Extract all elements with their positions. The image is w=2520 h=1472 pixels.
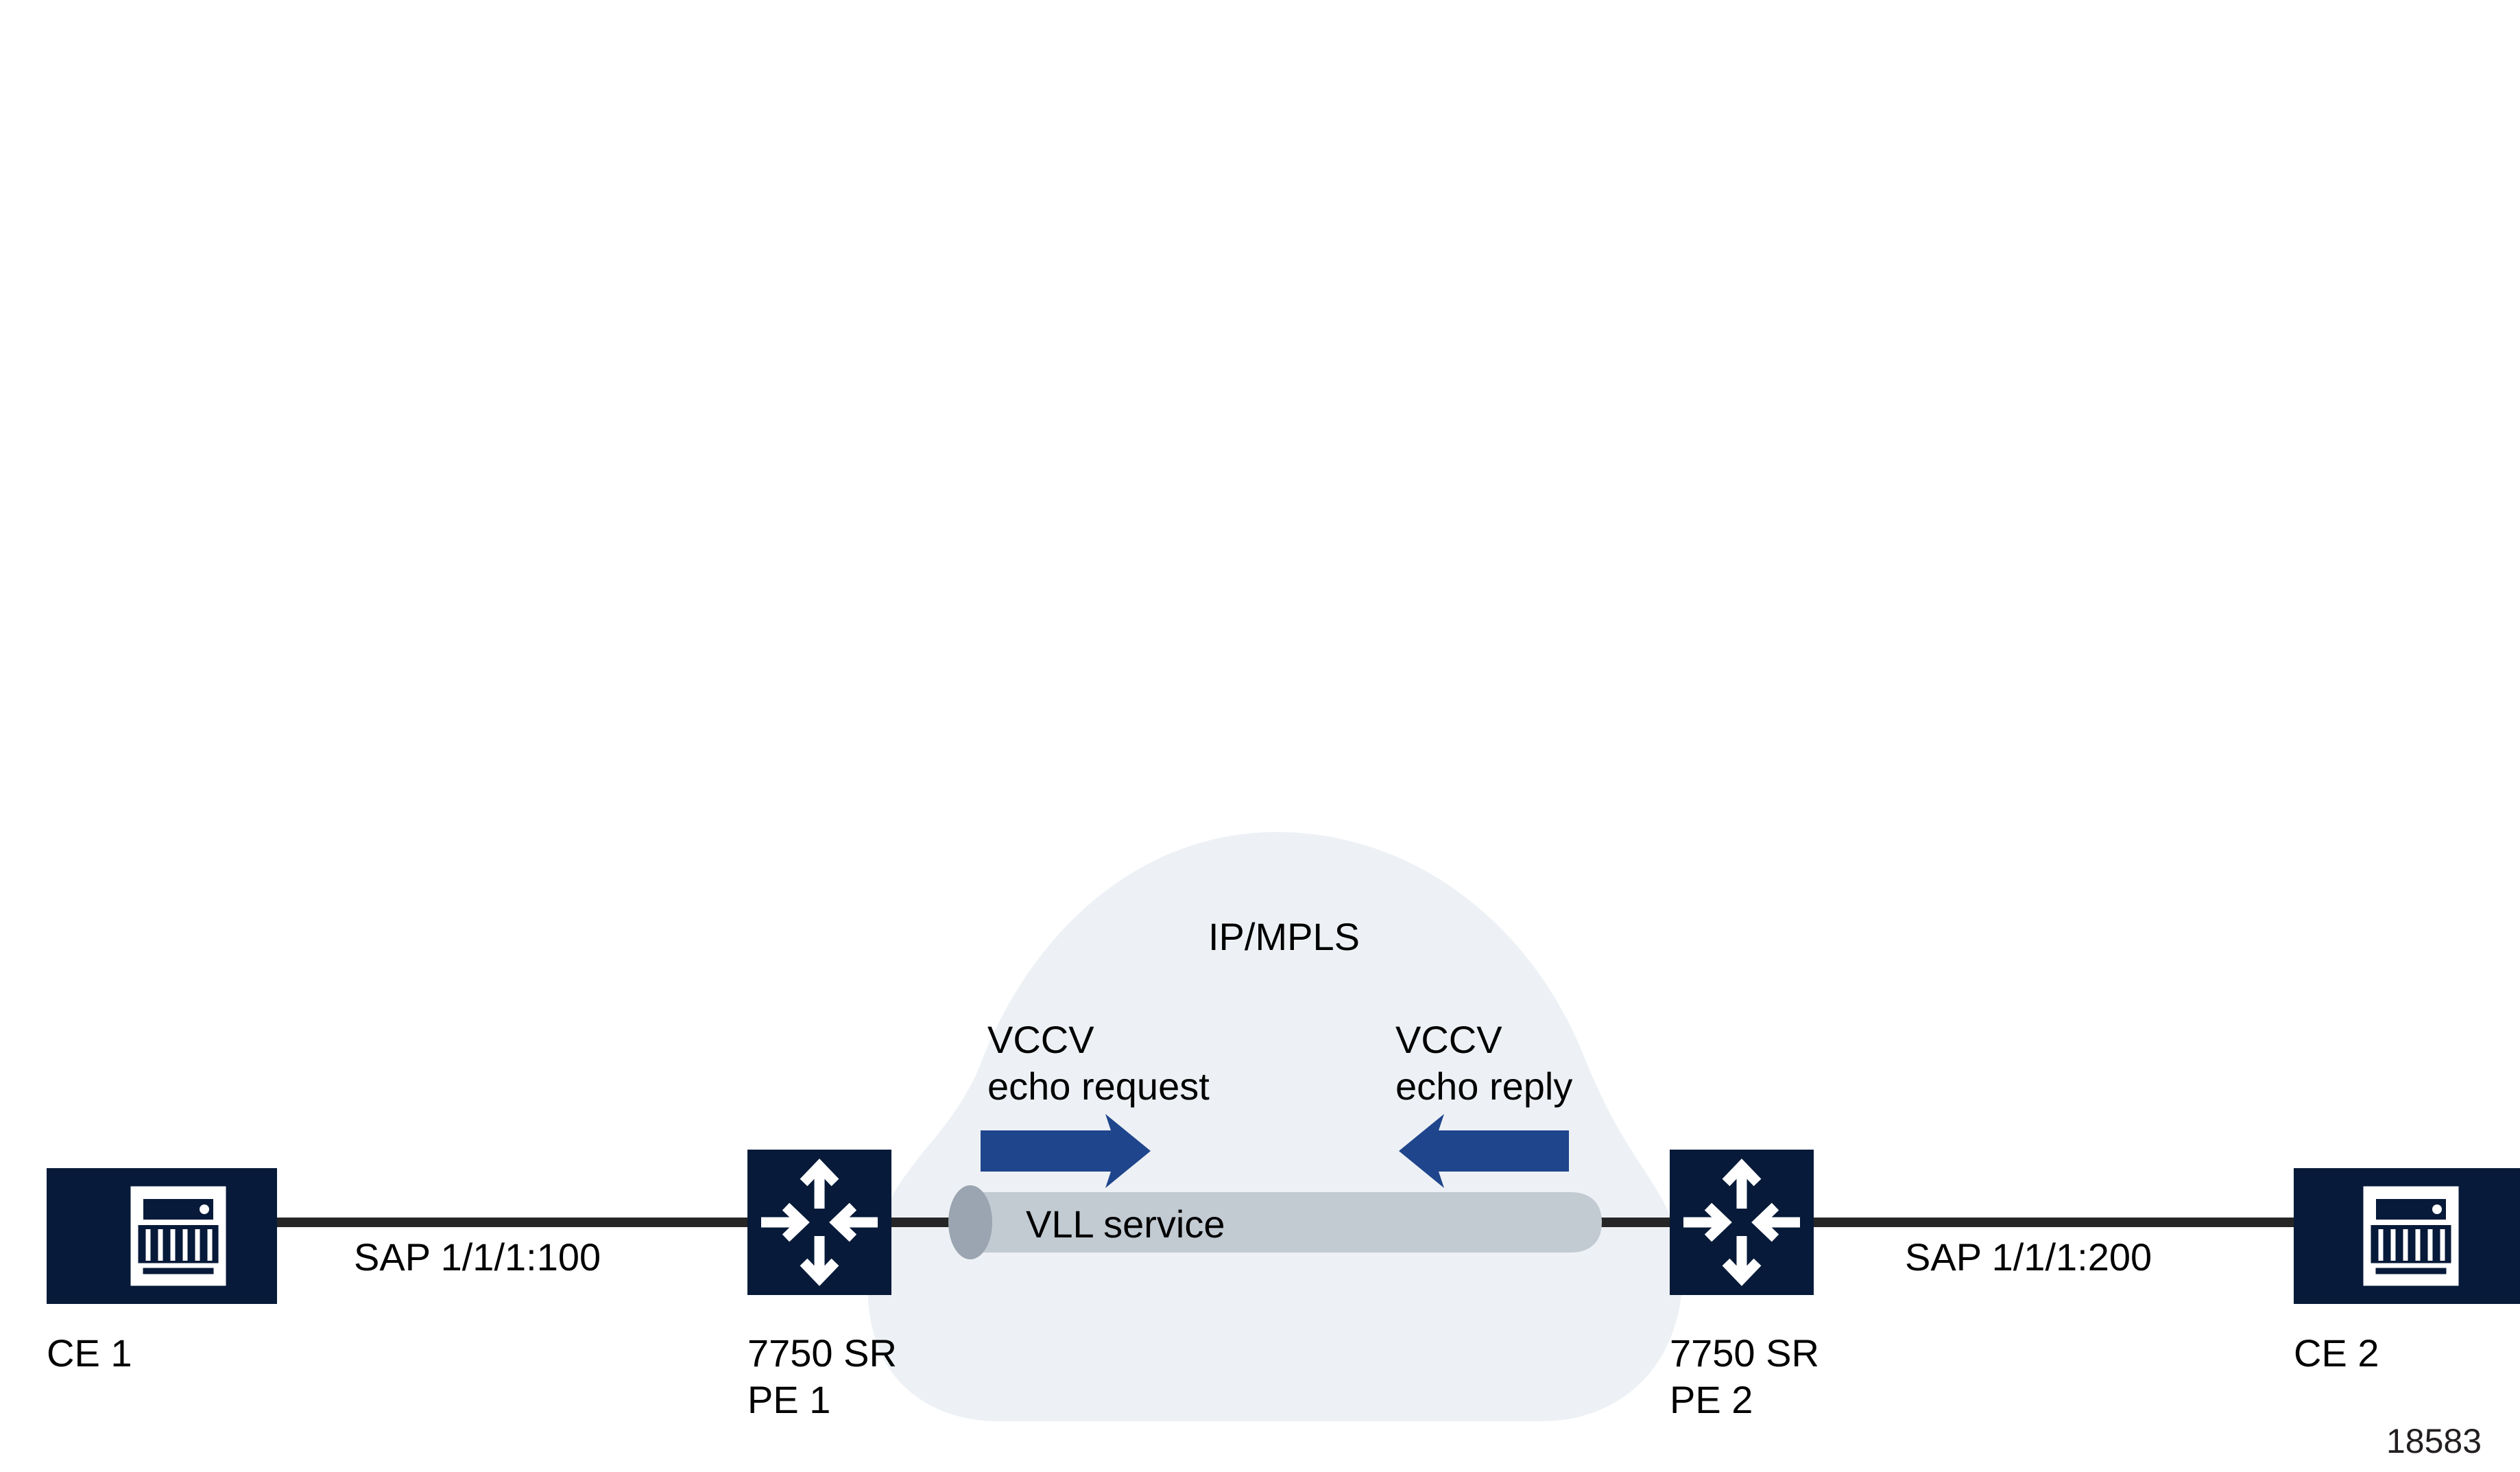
pe1-node[interactable]: [747, 1150, 891, 1295]
pe2-caption-line2: PE 2: [1670, 1378, 1753, 1421]
figure-id-label: 18583: [2386, 1422, 2482, 1460]
vll-service-label: VLL service: [1026, 1202, 1225, 1246]
ce1-caption: CE 1: [47, 1331, 132, 1375]
arrow-right-icon: [981, 1114, 1151, 1188]
arrow-left-icon: [1399, 1114, 1569, 1188]
pe2-node[interactable]: [1670, 1150, 1814, 1295]
echo-reply-label-line2: echo reply: [1395, 1065, 1573, 1108]
ce2-caption: CE 2: [2294, 1331, 2379, 1375]
router-icon: [761, 1159, 878, 1286]
customer-equipment-icon: [2363, 1186, 2459, 1286]
ce1-node[interactable]: [47, 1168, 277, 1304]
pe2-caption-line1: 7750 SR: [1670, 1331, 1819, 1375]
sap-right-label: SAP 1/1/1:200: [1905, 1235, 2152, 1279]
cloud-label: IP/MPLS: [1208, 915, 1360, 958]
pe1-caption-line2: PE 1: [747, 1378, 831, 1421]
router-icon: [1683, 1159, 1800, 1286]
customer-equipment-icon: [130, 1186, 226, 1286]
sap-left-label: SAP 1/1/1:100: [354, 1235, 601, 1279]
echo-request-label-line1: VCCV: [987, 1018, 1094, 1061]
cloud-shape: [867, 832, 1683, 1421]
pe1-caption-line1: 7750 SR: [747, 1331, 897, 1375]
echo-request-label-line2: echo request: [987, 1065, 1210, 1108]
echo-reply-label-line1: VCCV: [1395, 1018, 1502, 1061]
tunnel-cylinder-icon: [948, 1185, 1602, 1259]
ce2-node[interactable]: [2294, 1168, 2520, 1304]
